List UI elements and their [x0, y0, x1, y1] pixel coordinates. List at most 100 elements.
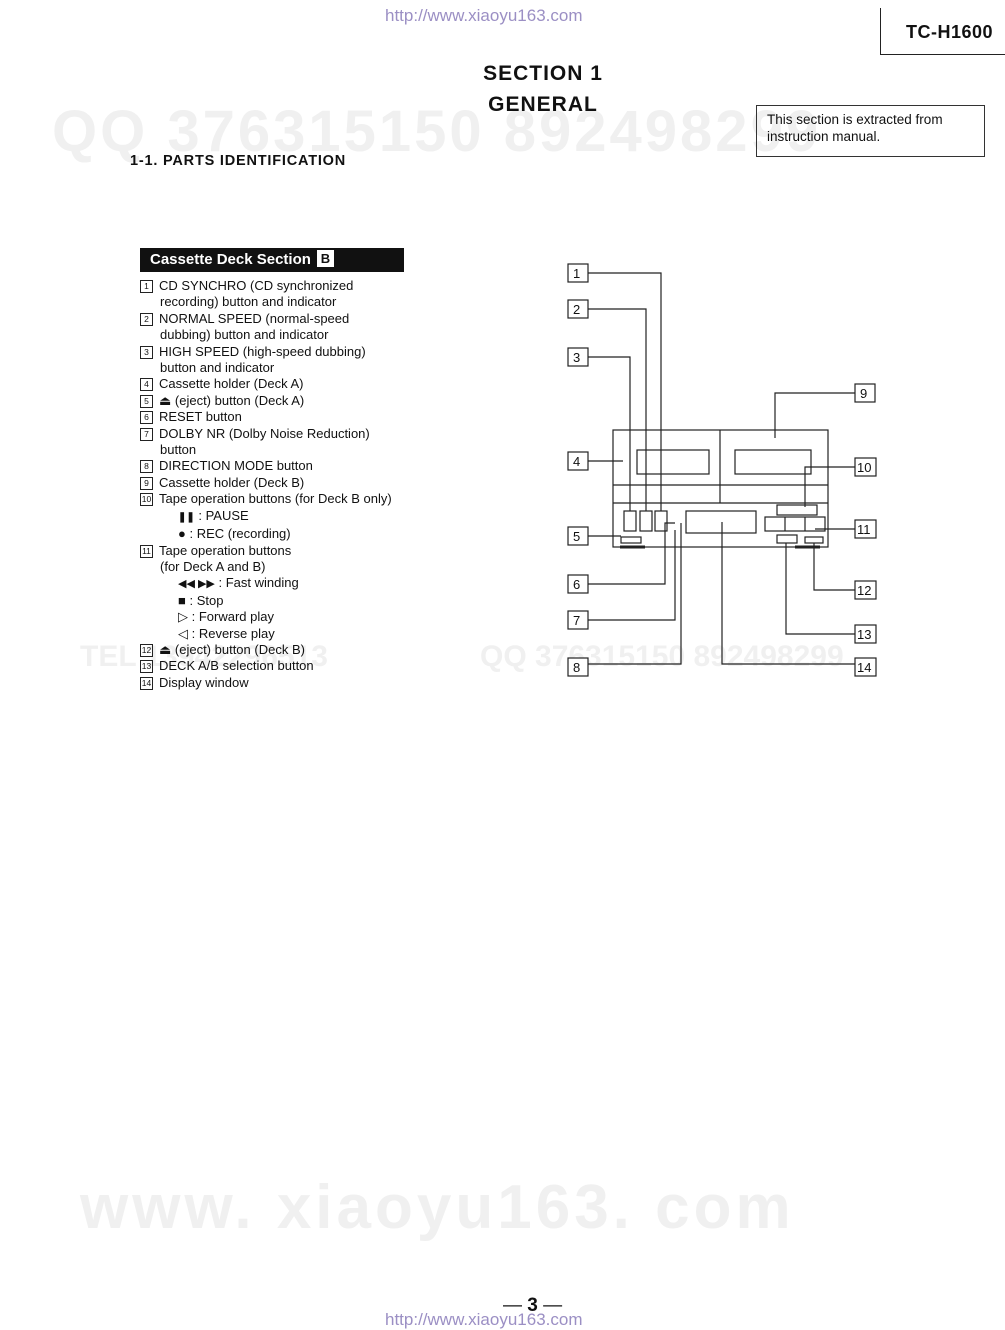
list-item: 8 DIRECTION MODE button	[140, 458, 420, 474]
callout-number: 11	[857, 522, 871, 537]
item-number: 3	[140, 345, 153, 359]
section-subtitle: GENERAL	[488, 93, 598, 116]
reverse-play-legend: ◁ : Reverse play	[140, 626, 420, 642]
deck-b-buttons	[776, 504, 818, 516]
deck-b-eject	[804, 536, 824, 544]
list-item: 4 Cassette holder (Deck A)	[140, 376, 420, 392]
item-text: DIRECTION MODE button	[159, 458, 313, 474]
source-url-top[interactable]: http://www.xiaoyu163.com	[385, 6, 583, 25]
item-text: Tape operation buttons	[159, 542, 292, 558]
item-continuation: button and indicator	[160, 360, 275, 376]
deck-a-eject	[620, 536, 642, 544]
list-item: 13 DECK A/B selection button	[140, 658, 420, 674]
watermark-qq-2: QQ 376315150 892498299	[480, 640, 844, 673]
item-number: 2	[140, 312, 153, 326]
forward-play-icon: ▷	[178, 609, 188, 625]
reverse-play-icon: ◁	[178, 625, 188, 641]
extract-note: This section is extracted from instructi…	[756, 105, 985, 157]
item-text: ⏏ (eject) button (Deck A)	[159, 392, 305, 408]
callout-13: 13	[854, 624, 877, 644]
item-number: 14	[140, 676, 153, 690]
item-text: HIGH SPEED (high-speed dubbing)	[159, 343, 366, 359]
deck-b-window	[734, 449, 812, 475]
list-item: 9 Cassette holder (Deck B)	[140, 475, 420, 491]
callout-number: 6	[573, 577, 580, 592]
pause-legend: ❚❚ : PAUSE	[140, 508, 420, 526]
item-number: 1	[140, 280, 153, 293]
item-number: 6	[140, 411, 153, 425]
callout-3: 3	[567, 347, 589, 367]
callout-9: 9	[854, 383, 876, 403]
fast-wind-legend: ◀◀ ▶▶ : Fast winding	[140, 575, 420, 592]
callout-14: 14	[854, 657, 877, 677]
list-item: 10 Tape operation buttons (for Deck B onl…	[140, 491, 420, 507]
watermark-site: www. xiaoyu163. com	[80, 1173, 795, 1242]
callout-number: 12	[857, 583, 871, 598]
callout-6: 6	[567, 574, 589, 594]
item-number: 10	[140, 493, 153, 507]
page-number: 3	[503, 1295, 562, 1317]
item-text: RESET button	[159, 409, 242, 425]
callout-number: 13	[857, 627, 871, 642]
callout-number: 8	[573, 660, 580, 675]
item-number: 8	[140, 460, 153, 474]
item-text: NORMAL SPEED (normal-speed	[159, 310, 350, 326]
item-text: Cassette holder (Deck A)	[159, 376, 304, 392]
item-continuation: dubbing) button and indicator	[160, 327, 329, 343]
item-number: 7	[140, 427, 153, 441]
item-text: Cassette holder (Deck B)	[159, 474, 305, 490]
item-number: 13	[140, 660, 153, 674]
item-continuation: (for Deck A and B)	[160, 558, 266, 574]
panel-badge: B	[316, 250, 334, 267]
item-number: 4	[140, 378, 153, 392]
tape-operation-buttons	[764, 516, 826, 532]
stop-label: : Stop	[185, 592, 224, 608]
model-number: TC-H1600	[906, 22, 994, 42]
callout-7: 7	[567, 610, 589, 630]
model-box	[880, 8, 1005, 55]
callout-number: 10	[857, 460, 871, 475]
normal-speed-button	[639, 510, 653, 532]
callout-8: 8	[567, 657, 589, 677]
callout-number: 7	[573, 613, 580, 628]
list-item: 12⏏ (eject) button (Deck B)	[140, 642, 420, 658]
cassette-deck-diagram: 1 2 3 4 5 6 7 8 9 10 11 12 13 14	[567, 263, 877, 677]
list-item: 3 HIGH SPEED (high-speed dubbing)	[140, 344, 420, 360]
item-text: DECK A/B selection button	[159, 658, 314, 674]
callout-10: 10	[854, 457, 877, 477]
callout-labels: 1 2 3 4 5 6 7 8 9 10 11 12 13 14	[567, 263, 877, 677]
callout-5: 5	[567, 526, 589, 546]
callout-number: 5	[573, 529, 580, 544]
list-item: 14 Display window	[140, 675, 420, 691]
watermark-tel: TEL 13942296513	[80, 640, 328, 673]
item-number: 9	[140, 476, 153, 490]
reverse-play-label: : Reverse play	[188, 625, 275, 641]
item-number: 5	[140, 394, 153, 408]
fast-wind-label: : Fast winding	[214, 575, 299, 591]
rec-label: : REC (recording)	[185, 526, 291, 542]
callout-1: 1	[567, 263, 589, 283]
stop-legend: ■ : Stop	[140, 593, 420, 609]
item-continuation: button	[160, 442, 197, 458]
item-text: Tape operation buttons (for Deck B only)	[159, 491, 392, 507]
item-text: Display window	[159, 674, 249, 690]
item-continuation: recording) button and indicator	[160, 294, 337, 310]
callout-number: 2	[573, 302, 580, 317]
rec-icon: ●	[178, 526, 186, 542]
callout-number: 4	[573, 454, 580, 469]
rec-legend: ● : REC (recording)	[140, 526, 420, 542]
deck-selector	[776, 534, 798, 544]
source-url-bottom[interactable]: http://www.xiaoyu163.com	[385, 1310, 583, 1329]
pause-label: : PAUSE	[194, 507, 249, 523]
stop-icon: ■	[178, 592, 186, 608]
watermark-qq: QQ 376315150 892498299	[52, 99, 822, 164]
callout-number: 1	[573, 266, 580, 281]
forward-play-label: : Forward play	[188, 609, 274, 625]
pause-icon: ❚❚	[178, 511, 195, 523]
section-title: SECTION 1	[483, 62, 603, 85]
callout-2: 2	[567, 299, 589, 319]
